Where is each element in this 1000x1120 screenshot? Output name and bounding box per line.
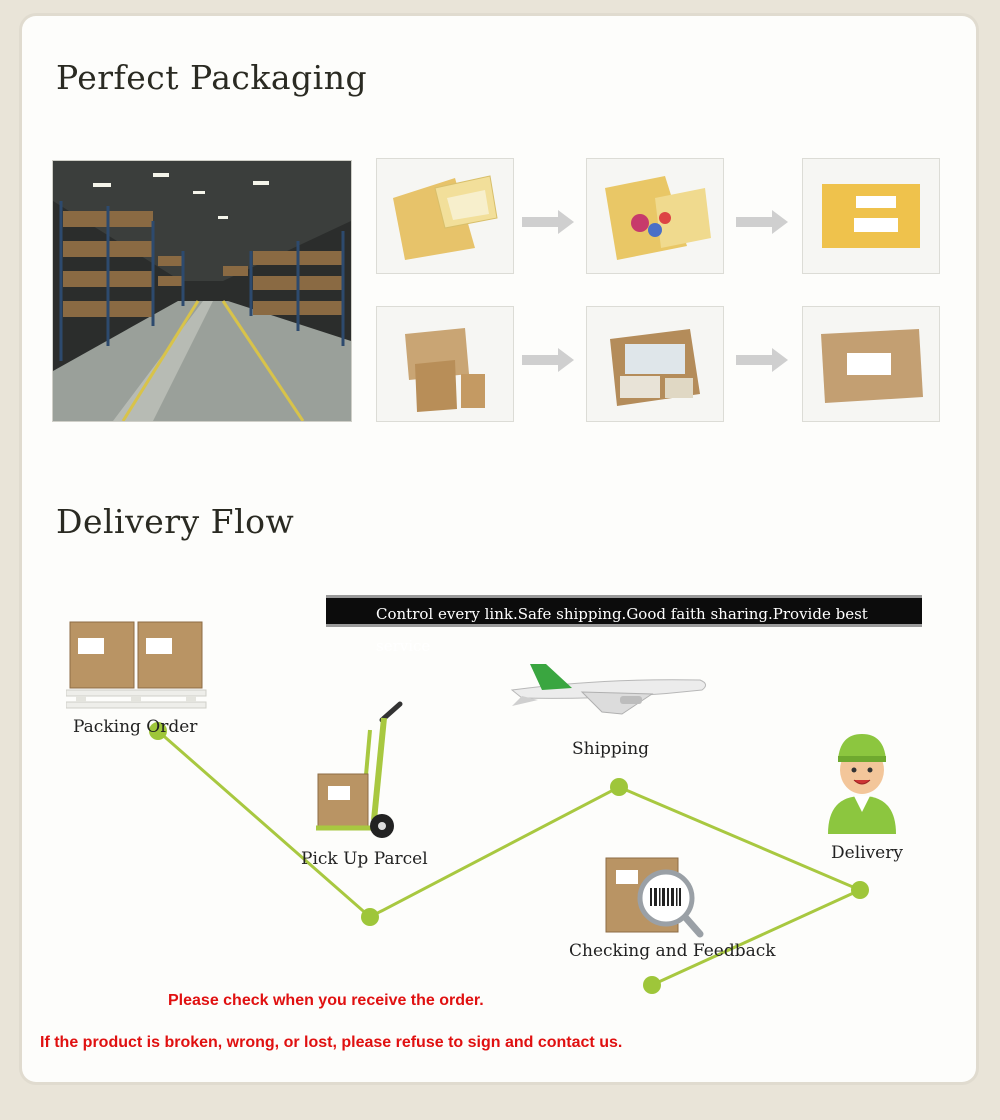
arrow-right-icon	[522, 210, 574, 234]
arrow-right-icon	[522, 348, 574, 372]
step-label-shipping: Shipping	[572, 739, 650, 759]
arrow-right-icon	[736, 210, 788, 234]
step-label-pickup: Pick Up Parcel	[301, 849, 428, 869]
section-title-packaging: Perfect Packaging	[56, 58, 368, 97]
photo-envelopes-filled	[586, 158, 724, 274]
step-label-checking: Checking and Feedback	[569, 941, 776, 961]
photo-packed-box	[586, 306, 724, 422]
slogan-banner: Control every link.Safe shipping.Good fa…	[326, 595, 922, 655]
photo-sealed-box	[802, 306, 940, 422]
notice-check-order: Please check when you receive the order.	[168, 992, 484, 1009]
warehouse-photo	[52, 160, 352, 422]
flow-node-shipping	[610, 778, 628, 796]
flow-node-checking	[643, 976, 661, 994]
hand-truck-icon	[316, 701, 403, 838]
flow-node-delivery	[851, 881, 869, 899]
section-title-delivery: Delivery Flow	[56, 502, 295, 541]
photo-envelope-sealed	[802, 158, 940, 274]
flow-node-packing	[149, 722, 167, 740]
pallet-boxes-icon	[66, 621, 207, 709]
courier-icon	[828, 734, 896, 834]
airplane-icon	[510, 664, 706, 715]
step-label-packing: Packing Order	[73, 717, 198, 737]
photo-empty-boxes	[376, 306, 514, 422]
photo-envelopes	[376, 158, 514, 274]
arrow-right-icon	[736, 348, 788, 372]
notice-refuse-sign: If the product is broken, wrong, or lost…	[40, 1034, 623, 1051]
barcode-check-icon	[605, 857, 704, 938]
flow-node-pickup	[361, 908, 379, 926]
step-label-delivery: Delivery	[831, 843, 903, 863]
